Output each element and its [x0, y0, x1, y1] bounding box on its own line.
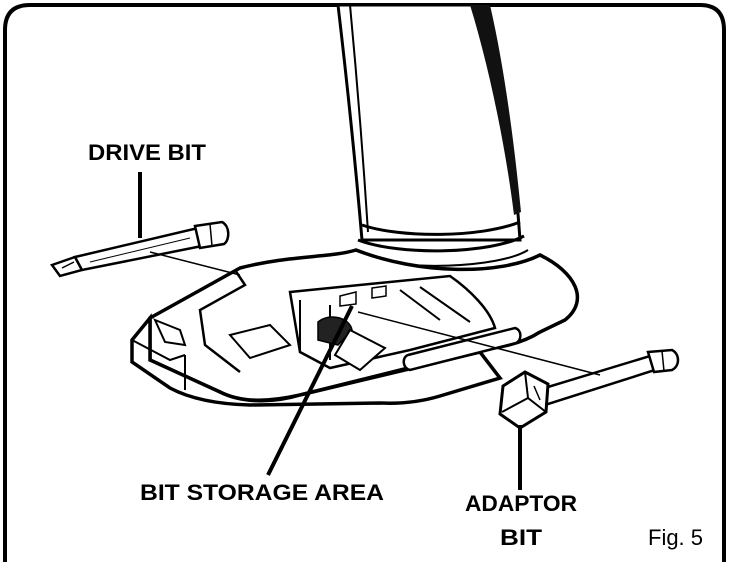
adaptor-bit-path-line [357, 311, 601, 376]
figure-number: Fig. 5 [648, 525, 703, 550]
adaptor-bit-label-line2: BIT [500, 525, 543, 550]
bit-storage-area-label: BIT STORAGE AREA [140, 480, 384, 505]
drive-bit-path-line [149, 251, 241, 276]
storage-area-leader [266, 305, 354, 476]
handle-grip-stripe [470, 5, 521, 215]
adaptor-bit-label-line1: ADAPTOR [465, 491, 577, 516]
adaptor-bit [498, 348, 680, 430]
drive-bit [49, 220, 230, 278]
drive-bit-label: DRIVE BIT [88, 140, 207, 165]
tool-handle [336, 3, 529, 267]
tool-base [130, 248, 580, 407]
